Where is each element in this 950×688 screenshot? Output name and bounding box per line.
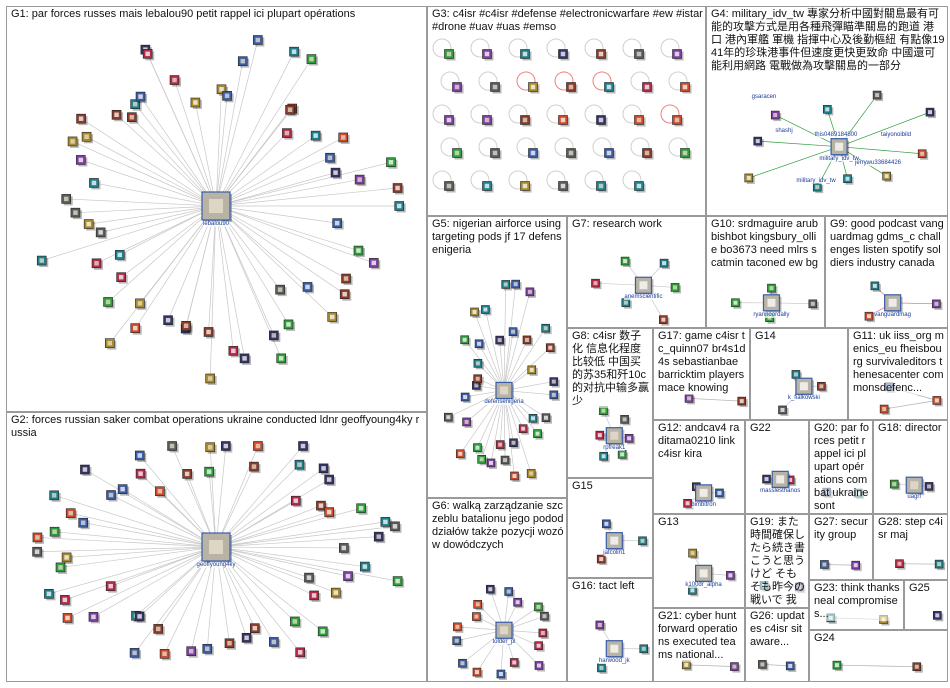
hub-label: jatcolin1 xyxy=(603,549,626,556)
hub-label: military_idv_tw xyxy=(819,155,859,162)
hub-label: k_fialkowski xyxy=(787,395,820,402)
hub-label: k100dr_alpha xyxy=(685,582,722,589)
group-panel-g3: G3: c4isr #c4isr #defense #electronicwar… xyxy=(427,6,706,216)
group-label: G15 xyxy=(572,480,650,493)
hub-label: bimbitron xyxy=(691,501,716,508)
group-label: G17: game c4isr tc_quinn07 br4s1d4s seba… xyxy=(658,330,748,395)
group-panel-g23: G23: think thanks neal compromises... xyxy=(809,580,904,630)
hub-label: geoffyoung4ky xyxy=(196,562,236,568)
hub-label: masslesthanos xyxy=(760,488,801,495)
group-label: G21: cyber hunt forward operations execu… xyxy=(658,610,742,662)
group-panel-g17: G17: game c4isr tc_quinn07 br4s1d4s seba… xyxy=(653,328,750,420)
group-label: G14 xyxy=(755,330,845,343)
group-label: G16: tact left xyxy=(572,580,650,593)
group-panel-g12: G12: andcav4 raditama0210 link c4isr kir… xyxy=(653,420,745,514)
group-label: G23: think thanks neal compromises... xyxy=(814,582,903,621)
hub-label: tolder_pl xyxy=(492,639,516,646)
group-label: G18: director xyxy=(878,422,945,435)
group-panel-g9: G9: good podcast vanguardmag gdms_c chal… xyxy=(825,216,948,328)
group-label: G3: c4isr #c4isr #defense #electronicwar… xyxy=(432,8,706,34)
group-label: G9: good podcast vanguardmag gdms_c chal… xyxy=(830,218,945,270)
group-panel-g20: G20: par forces petit rappel ici plupart… xyxy=(809,420,873,514)
group-panel-g19: G19: また 時間確保したら続き書こうと思うけど そもそも昨今の戦いで 我の … xyxy=(745,514,809,608)
group-label: G4: military_idv_tw 專家分析中國對關島最有可能的攻擊方式是用… xyxy=(711,8,945,73)
group-panel-g24: G24 xyxy=(809,630,948,682)
group-panel-g25: G25 xyxy=(904,580,948,630)
group-panel-g7: G7: research work xyxy=(567,216,706,328)
group-panel-g28: G28: step c4isr maj xyxy=(873,514,948,580)
group-label: G5: nigerian airforce using targeting po… xyxy=(432,218,565,257)
group-label: G19: また 時間確保したら続き書こうと思うけど そもそも昨今の戦いで 我の … xyxy=(750,516,806,607)
node-label: taiyonoibild xyxy=(880,132,912,138)
group-label: G10: srdmaguire arubbishbot kingsbury_ol… xyxy=(711,218,822,270)
group-label: G1: par forces russes mais lebalou90 pet… xyxy=(11,8,424,21)
group-label: G25 xyxy=(909,582,945,595)
node-label: gsaracen xyxy=(751,94,777,100)
group-label: G13 xyxy=(658,516,742,529)
group-label: G8: c4isr 数子化 信息化程度 比较低 中国买的苏35和歼10c的对抗中… xyxy=(572,330,650,408)
hub-label: lebalou90 xyxy=(202,221,230,227)
group-label: G26: updates c4isr sitaware... xyxy=(750,610,806,649)
hub-label: anemscientific xyxy=(624,294,663,301)
hub-label: uagrf xyxy=(907,494,922,501)
group-label: G28: step c4isr maj xyxy=(878,516,945,542)
group-label: G11: uk iiss_org menics_eu fheisbourg su… xyxy=(853,330,945,395)
group-panel-g4: G4: military_idv_tw 專家分析中國對關島最有可能的攻擊方式是用… xyxy=(706,6,948,216)
hub-label: ryannoordally xyxy=(753,311,790,318)
hub-label: defensenigeria xyxy=(484,399,524,406)
group-panel-g5: G5: nigerian airforce using targeting po… xyxy=(427,216,567,498)
group-panel-g27: G27: security group xyxy=(809,514,873,580)
group-label: G22 xyxy=(750,422,806,435)
group-label: G27: security group xyxy=(814,516,870,542)
node-label: jerrywu33684426 xyxy=(854,160,902,166)
hub-label: vanguardmag xyxy=(874,311,911,318)
group-label: G2: forces russian saker combat operatio… xyxy=(11,414,424,440)
node-label: military_idv_tw xyxy=(796,178,836,184)
group-label: G24 xyxy=(814,632,945,645)
hub-label: rpfreak1 xyxy=(603,444,626,451)
group-label: G20: par forces petit rappel ici plupart… xyxy=(814,422,872,513)
group-panel-g16: G16: tact left xyxy=(567,578,653,682)
group-panel-g13: G13 xyxy=(653,514,745,608)
group-panel-g21: G21: cyber hunt forward operations execu… xyxy=(653,608,745,682)
group-panel-g11: G11: uk iiss_org menics_eu fheisbourg su… xyxy=(848,328,948,420)
group-panel-g26: G26: updates c4isr sitaware... xyxy=(745,608,809,682)
group-label: G7: research work xyxy=(572,218,703,231)
group-label: G12: andcav4 raditama0210 link c4isr kir… xyxy=(658,422,742,461)
group-panel-g15: G15 xyxy=(567,478,653,578)
group-panel-g6: G6: walką zarządzanie szczeblu batalionu… xyxy=(427,498,567,682)
group-panel-g22: G22 xyxy=(745,420,809,514)
hub-label: harwood_jk xyxy=(598,657,630,664)
group-panel-g1: G1: par forces russes mais lebalou90 pet… xyxy=(6,6,427,412)
group-panel-g14: G14 xyxy=(750,328,848,420)
group-label: G6: walką zarządzanie szczeblu batalionu… xyxy=(432,500,564,552)
node-label: this0489184800 xyxy=(814,132,858,138)
node-label: shashj xyxy=(775,128,793,134)
group-panel-g8: G8: c4isr 数子化 信息化程度 比较低 中国买的苏35和歼10c的对抗中… xyxy=(567,328,653,478)
group-panel-g2: G2: forces russian saker combat operatio… xyxy=(6,412,427,682)
